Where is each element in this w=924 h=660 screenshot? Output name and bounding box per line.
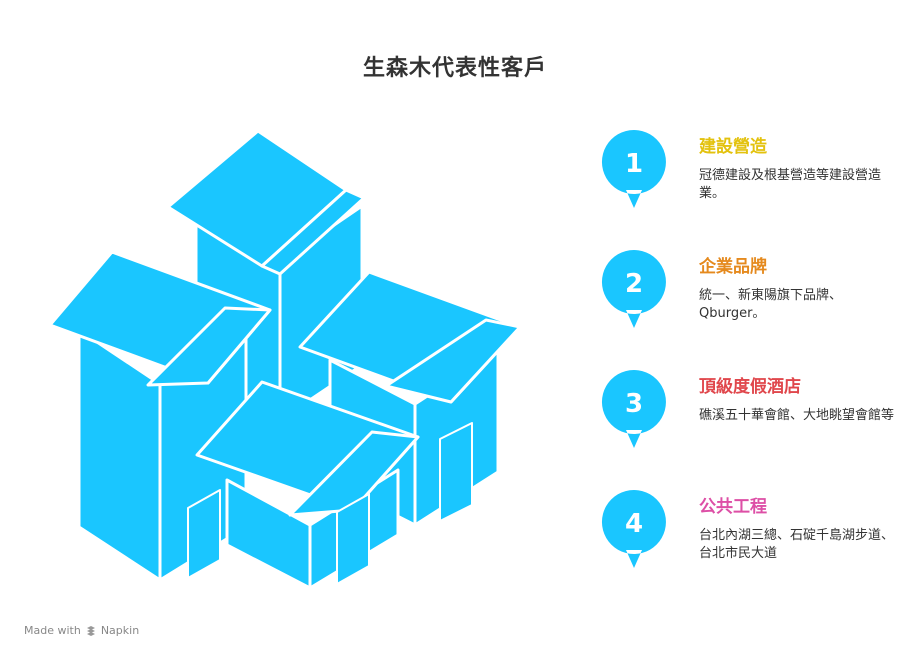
number-pin-icon: 3 [601,370,666,448]
house-front [195,380,420,590]
made-with-napkin[interactable]: Made with Napkin [24,624,139,637]
item-description: 統一、新東陽旗下品牌、Qburger。 [699,288,843,321]
item-number: 4 [625,509,643,539]
item-number: 2 [625,269,643,299]
item-title: 企業品牌 [699,257,767,277]
item-title: 頂級度假酒店 [699,377,801,397]
item-number: 1 [625,149,643,179]
number-pin-icon: 1 [601,130,666,208]
houses-illustration [48,129,522,590]
made-with-label: Made with [24,624,81,637]
client-item-3: 3 頂級度假酒店 礁溪五十華會館、大地眺望會館等 [600,368,910,468]
client-item-4: 4 公共工程 台北內湖三總、石碇千島湖步道、台北市民大道 [600,488,910,588]
number-pin-icon: 4 [601,490,666,568]
page-title: 生森木代表性客戶 [362,56,547,81]
item-title: 公共工程 [699,497,767,517]
number-pin-icon: 2 [601,250,666,328]
item-description: 冠德建設及根基營造等建設營造業。 [699,168,882,201]
client-item-1: 1 建設營造 冠德建設及根基營造等建設營造業。 [600,128,910,228]
item-title: 建設營造 [699,137,767,157]
client-item-2: 2 企業品牌 統一、新東陽旗下品牌、Qburger。 [600,248,910,348]
napkin-logo-icon [86,625,95,636]
item-description: 礁溪五十華會館、大地眺望會館等 [699,408,895,423]
napkin-brand: Napkin [100,624,140,637]
item-description: 台北內湖三總、石碇千島湖步道、台北市民大道 [699,528,895,561]
item-number: 3 [625,389,643,419]
house-right [298,270,522,527]
